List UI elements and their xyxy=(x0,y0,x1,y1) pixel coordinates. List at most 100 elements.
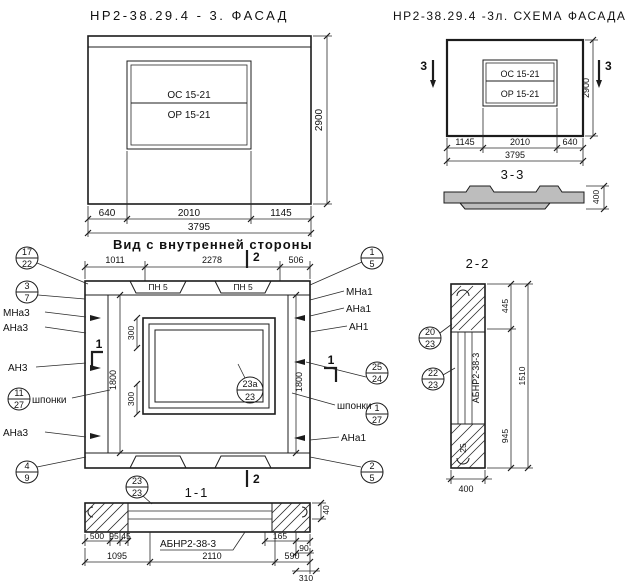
svg-text:20: 20 xyxy=(425,327,435,337)
svg-text:2: 2 xyxy=(369,461,374,471)
svg-text:23: 23 xyxy=(425,339,435,349)
part-label-2-2: АБНР2-38-3 xyxy=(471,353,481,403)
section-arrow-left xyxy=(430,80,436,88)
dim-400: 400 xyxy=(458,484,473,494)
scheme-window-label-bottom: ОР 15-21 xyxy=(501,89,540,99)
label-shponki-left: шпонки xyxy=(32,395,66,406)
section-3-3-title: 3-3 xyxy=(501,167,526,182)
inner-window-frame xyxy=(142,317,276,415)
scheme-dim-2010: 2010 xyxy=(510,137,530,147)
dim-500: 500 xyxy=(90,531,104,541)
inner-dim-506: 506 xyxy=(288,255,303,265)
section-2-2-profile xyxy=(450,283,486,469)
scheme-dim-640: 640 xyxy=(562,137,577,147)
label-mna1: МНа1 xyxy=(346,287,373,298)
facade-window-label-top: ОС 15-21 xyxy=(167,90,211,101)
section-1-1-profile xyxy=(84,502,311,533)
label-an1: АН1 xyxy=(349,322,369,333)
section-2-2: 2-2 АБНР2-38-3 20 23 22 23 445 945 1510 … xyxy=(418,256,533,494)
label-ana1-lower: АНа1 xyxy=(341,433,366,444)
dim-2110: 2110 xyxy=(202,551,221,561)
svg-text:27: 27 xyxy=(372,415,382,425)
label-ana3-upper: АНа3 xyxy=(3,323,28,334)
svg-text:1: 1 xyxy=(369,247,374,257)
scheme-dim-1145: 1145 xyxy=(455,137,474,147)
facade-dim-2010: 2010 xyxy=(178,208,201,219)
svg-text:5: 5 xyxy=(369,473,374,483)
dim-1095: 1095 xyxy=(107,551,127,561)
section-marker-2-top: 2 xyxy=(253,250,260,264)
joint-label-pn5-left: ПН 5 xyxy=(148,282,168,292)
dim-1510: 1510 xyxy=(517,366,527,385)
section-marker-3-right: 3 xyxy=(605,59,612,73)
dim-165: 165 xyxy=(273,531,287,541)
svg-text:17: 17 xyxy=(22,247,32,257)
inner-dim-2278: 2278 xyxy=(202,255,222,265)
scheme-dim-height: 2900 xyxy=(581,78,591,98)
inner-dim-300-top: 300 xyxy=(126,326,136,340)
dim-95: 95 xyxy=(109,531,119,541)
svg-text:23: 23 xyxy=(132,488,142,498)
svg-text:9: 9 xyxy=(24,473,29,483)
svg-text:24: 24 xyxy=(372,374,382,384)
inner-dim-1800-right: 1800 xyxy=(294,372,304,392)
facade-title: НР2-38.29.4 - 3. ФАСАД xyxy=(90,8,289,23)
label-mna3: МНа3 xyxy=(3,308,30,319)
dim-90: 90 xyxy=(299,543,309,553)
inner-dim-300-bottom: 300 xyxy=(126,392,136,406)
anchor-arrows xyxy=(90,315,305,441)
svg-text:1: 1 xyxy=(374,403,379,413)
label-an3: АН3 xyxy=(8,363,28,374)
svg-text:27: 27 xyxy=(14,400,24,410)
section-marker-2-bottom: 2 xyxy=(253,472,260,486)
joint-label-pn5-right: ПН 5 xyxy=(233,282,253,292)
bottom-joint-keys xyxy=(129,455,272,469)
svg-text:25: 25 xyxy=(372,362,382,372)
section-2-2-title: 2-2 xyxy=(466,256,491,271)
svg-text:11: 11 xyxy=(14,388,23,398)
facade-panel-outline xyxy=(87,35,312,205)
section-marker-1-right: 1 xyxy=(328,353,335,367)
dim-945: 945 xyxy=(500,429,510,443)
facade-dim-total: 3795 xyxy=(188,222,211,233)
callout-23a-top: 23а xyxy=(242,379,257,389)
scheme-window xyxy=(482,59,558,107)
part-label-1-1: АБНР2-38-3 xyxy=(160,539,216,550)
dim-45: 45 xyxy=(121,531,131,541)
label-shponki-right: шпонки xyxy=(337,401,371,412)
dim-25: 25 xyxy=(458,443,468,453)
left-callouts: 17 22 3 7 МНа3 АНа3 АН3 11 27 шпонки АНа… xyxy=(3,246,111,484)
scheme-view: НР2-38.29.4 -3л. СХЕМА ФАСАДА ОС 15-21 О… xyxy=(393,9,625,213)
section-3-3-profile xyxy=(443,185,585,204)
svg-text:22: 22 xyxy=(428,368,438,378)
svg-text:23: 23 xyxy=(132,476,142,486)
svg-text:23: 23 xyxy=(428,380,438,390)
label-ana3-lower: АНа3 xyxy=(3,428,28,439)
facade-view: НР2-38.29.4 - 3. ФАСАД ОС 15-21 ОР 15-21… xyxy=(84,8,332,237)
svg-text:3: 3 xyxy=(24,281,29,291)
svg-text:22: 22 xyxy=(22,259,32,269)
section-1-1-title: 1-1 xyxy=(185,485,210,500)
facade-window xyxy=(126,60,252,150)
inner-dim-1011: 1011 xyxy=(105,255,124,265)
inner-view: Вид с внутренней стороны 1011 2278 506 2… xyxy=(3,237,389,487)
dim-40: 40 xyxy=(321,505,331,515)
section-arrow-right xyxy=(596,80,602,88)
top-joint-keys xyxy=(129,280,272,294)
facade-dim-height: 2900 xyxy=(314,108,325,131)
section-marker-3-left: 3 xyxy=(420,59,427,73)
svg-text:4: 4 xyxy=(24,461,29,471)
facade-dim-640: 640 xyxy=(99,208,116,219)
inner-view-title: Вид с внутренней стороны xyxy=(113,237,313,252)
inner-panel-outline xyxy=(84,280,311,469)
facade-window-label-bottom: ОР 15-21 xyxy=(168,110,211,121)
svg-text:7: 7 xyxy=(24,293,29,303)
section-1-1: 1-1 23 23 40 АБНР2-38-3 500 95 45 165 9 xyxy=(81,475,331,583)
scheme-panel-outline xyxy=(445,38,585,138)
label-ana1-upper: АНа1 xyxy=(346,304,371,315)
scheme-dim-total: 3795 xyxy=(505,150,525,160)
section-3-3-dim-400: 400 xyxy=(591,190,601,204)
